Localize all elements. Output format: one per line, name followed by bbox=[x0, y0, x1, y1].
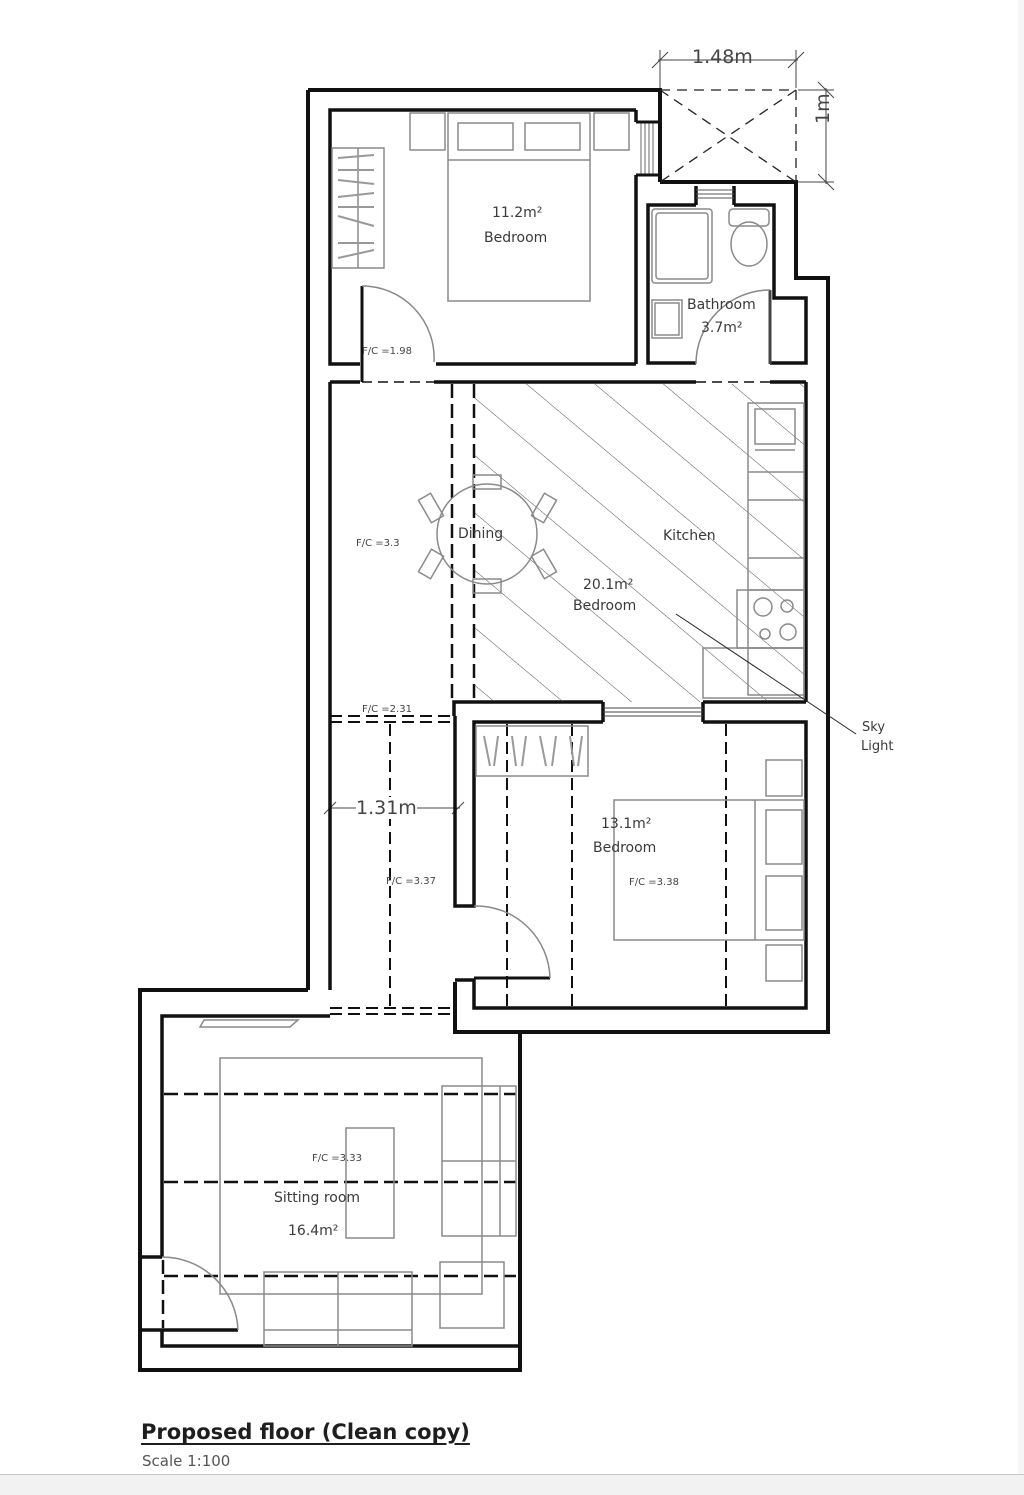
sitting-beams bbox=[161, 1092, 516, 1328]
living-name: Bedroom bbox=[573, 598, 637, 614]
sitting-area: 16.4m² bbox=[288, 1223, 339, 1239]
bathroom-name: Bathroom bbox=[687, 297, 756, 313]
bathroom-window bbox=[696, 189, 734, 199]
bedroom2-window bbox=[603, 707, 703, 717]
dimension-lines bbox=[323, 50, 835, 815]
kitchen-units bbox=[702, 402, 805, 699]
beam-lines bbox=[450, 384, 476, 700]
drawing-scale: Scale 1:100 bbox=[142, 1452, 231, 1470]
corridor-fc: F/C =3.37 bbox=[386, 876, 436, 887]
bedroom1-fc: F/C =1.98 bbox=[362, 346, 412, 357]
drawing-title: Proposed floor (Clean copy) bbox=[141, 1420, 470, 1444]
bedroom1-name: Bedroom bbox=[484, 230, 548, 246]
sitting-door-swing bbox=[161, 1256, 239, 1331]
skylight-width-dimension: 1.48m bbox=[692, 46, 753, 68]
bedroom2-wardrobe bbox=[475, 725, 589, 777]
bedroom2-area: 13.1m² bbox=[601, 816, 652, 832]
viewer-bottom-bar bbox=[0, 1474, 1024, 1495]
sitting-furniture bbox=[198, 1019, 517, 1347]
page-edge bbox=[1018, 0, 1024, 1474]
outer-walls bbox=[138, 88, 830, 1372]
corridor-dashed bbox=[330, 715, 727, 1015]
sitting-walls bbox=[140, 1014, 518, 1348]
wardrobe-hangers bbox=[337, 154, 375, 259]
bathroom-walls bbox=[646, 186, 808, 365]
bathroom-area: 3.7m² bbox=[701, 320, 743, 336]
skylight-depth-dimension: 1m bbox=[812, 93, 834, 124]
bedroom2-fc: F/C =3.38 bbox=[629, 877, 679, 888]
dining-table bbox=[417, 474, 558, 594]
bedroom1-window bbox=[640, 122, 654, 175]
bathroom-fixtures bbox=[651, 208, 770, 339]
living-area: 20.1m² bbox=[583, 577, 634, 593]
skylight-label-line1: Sky bbox=[862, 720, 886, 735]
bedroom1-walls bbox=[328, 108, 638, 366]
skylight-box bbox=[659, 89, 797, 183]
sitting-name: Sitting room bbox=[274, 1190, 361, 1206]
living-fc-bottom: F/C =2.31 bbox=[362, 704, 412, 715]
kitchen-hatch bbox=[474, 384, 804, 702]
bedroom2-walls bbox=[328, 702, 808, 1010]
living-fc-left: F/C =3.3 bbox=[356, 538, 400, 549]
bedroom1-furniture bbox=[331, 112, 630, 302]
dining-label: Dining bbox=[458, 526, 504, 542]
corridor-width-dimension: 1.31m bbox=[356, 797, 417, 819]
bedroom1-area: 11.2m² bbox=[492, 205, 543, 221]
bedroom2-name: Bedroom bbox=[593, 840, 657, 856]
bedroom2-bed bbox=[613, 759, 805, 982]
kitchen-label: Kitchen bbox=[663, 528, 716, 544]
sitting-fc: F/C =3.33 bbox=[312, 1153, 362, 1164]
skylight-label-line2: Light bbox=[861, 739, 894, 754]
skylight-leader bbox=[675, 613, 857, 735]
